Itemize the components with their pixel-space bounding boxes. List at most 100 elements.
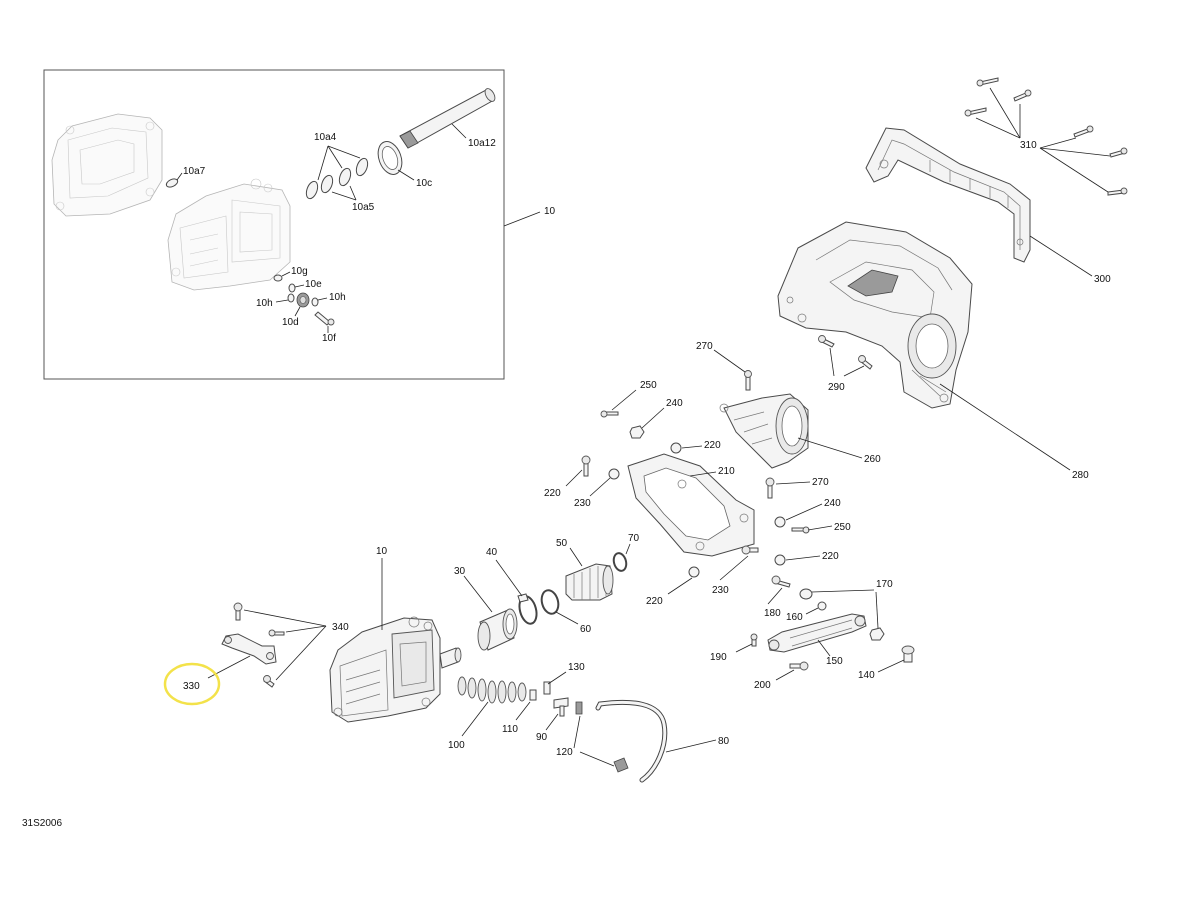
part-130-pin <box>543 681 551 695</box>
inset-ghost-housing-back <box>51 113 163 217</box>
part-10a4-o-rings <box>305 157 369 200</box>
callout-340: 340 <box>332 622 349 633</box>
part-230-nut-left <box>608 468 620 480</box>
part-250-bolt-mid <box>791 526 810 534</box>
part-220-spacer-bottom <box>688 566 700 578</box>
callout-50: 50 <box>556 538 568 549</box>
part-110-pin <box>529 689 537 701</box>
part-70-clamp <box>612 552 628 572</box>
callout-30: 30 <box>454 566 466 577</box>
highlight-circle-330 <box>163 662 221 706</box>
part-120-fitting-bottom <box>613 757 629 773</box>
part-310-bolts <box>964 77 1128 196</box>
part-10f-bolt <box>314 311 335 326</box>
part-170-nut-top <box>799 588 813 600</box>
callout-270-top: 270 <box>696 341 713 352</box>
part-10d-bearing <box>296 292 310 308</box>
callout-230-right: 230 <box>712 585 729 596</box>
callout-260: 260 <box>864 454 881 465</box>
callout-180: 180 <box>764 608 781 619</box>
part-300-upper-frame <box>865 127 1031 263</box>
part-40-clamp <box>517 593 538 625</box>
part-10-main-housing <box>329 616 462 723</box>
callout-230-left: 230 <box>574 498 591 509</box>
part-80-hose <box>595 699 668 783</box>
callout-10-main: 10 <box>376 546 388 557</box>
part-120-fitting-top <box>575 701 583 715</box>
inset-frame <box>43 69 505 380</box>
part-50-boot <box>565 563 614 601</box>
callout-70: 70 <box>628 533 640 544</box>
part-10h-washer-left <box>287 293 295 303</box>
part-240-nut-mid <box>774 516 786 528</box>
part-90-fitting <box>553 697 569 717</box>
part-220-spacer-right <box>774 554 786 566</box>
callout-200: 200 <box>754 680 771 691</box>
part-240-nut-upper <box>629 425 645 439</box>
part-330-bracket <box>221 633 277 665</box>
part-170-nut-bottom <box>869 627 885 641</box>
part-190-bolt <box>750 633 758 647</box>
callout-100: 100 <box>448 740 465 751</box>
callout-270-mid: 270 <box>812 477 829 488</box>
part-290-bolts <box>818 335 873 370</box>
callout-220-right: 220 <box>822 551 839 562</box>
callout-130: 130 <box>568 662 585 673</box>
part-30-collar <box>477 608 518 651</box>
part-260-duct <box>719 393 809 469</box>
part-10e-ring <box>288 283 296 293</box>
callout-10d: 10d <box>282 317 299 328</box>
part-10h-washer-right <box>311 297 319 307</box>
part-230-bolt-right <box>741 545 759 555</box>
callout-10e: 10e <box>305 279 322 290</box>
callout-250-mid: 250 <box>834 522 851 533</box>
drawing-code: 31S2006 <box>22 818 62 829</box>
callout-310: 310 <box>1020 140 1037 151</box>
callout-10a5: 10a5 <box>352 202 375 213</box>
part-200-bolt <box>789 661 809 671</box>
callout-190: 190 <box>710 652 727 663</box>
part-160-washer <box>817 601 827 611</box>
part-270-bolt-mid <box>765 477 775 499</box>
callout-10h-right: 10h <box>329 292 346 303</box>
callout-10h-left: 10h <box>256 298 273 309</box>
callout-10a12: 10a12 <box>468 138 496 149</box>
part-10a12-shaft <box>399 88 496 149</box>
callout-170: 170 <box>876 579 893 590</box>
inset-ghost-housing-front <box>167 178 291 291</box>
part-10g-washer <box>273 274 283 282</box>
part-210-bracket <box>627 453 755 557</box>
callout-140: 140 <box>858 670 875 681</box>
callout-220-bottom: 220 <box>646 596 663 607</box>
callout-280: 280 <box>1072 470 1089 481</box>
callout-160: 160 <box>786 612 803 623</box>
callout-60: 60 <box>580 624 592 635</box>
callout-290: 290 <box>828 382 845 393</box>
callout-10f: 10f <box>322 333 336 344</box>
part-280-upper-housing <box>777 221 973 409</box>
part-100-bellows <box>457 676 527 704</box>
callout-10g: 10g <box>291 266 308 277</box>
part-10a7-clip <box>165 178 179 188</box>
part-10c-ring <box>377 141 403 175</box>
callout-10c: 10c <box>416 178 432 189</box>
callout-210: 210 <box>718 466 735 477</box>
callout-220-top: 220 <box>704 440 721 451</box>
callout-90: 90 <box>536 732 548 743</box>
callout-330: 330 <box>183 681 200 692</box>
part-250-bolt-upper <box>600 410 619 418</box>
part-230-bolt-left <box>581 455 591 477</box>
part-270-bolt-top <box>744 370 752 391</box>
callout-10-inset: 10 <box>544 206 556 217</box>
part-180-bolt <box>771 575 791 588</box>
part-60-clamp-ring <box>540 589 560 615</box>
callout-40: 40 <box>486 547 498 558</box>
part-340-bolts <box>233 602 285 688</box>
callout-240-mid: 240 <box>824 498 841 509</box>
callout-220-left: 220 <box>544 488 561 499</box>
part-220-spacer-top <box>670 442 682 454</box>
callout-120: 120 <box>556 747 573 758</box>
callout-150: 150 <box>826 656 843 667</box>
callout-80: 80 <box>718 736 730 747</box>
callout-10a4: 10a4 <box>314 132 337 143</box>
